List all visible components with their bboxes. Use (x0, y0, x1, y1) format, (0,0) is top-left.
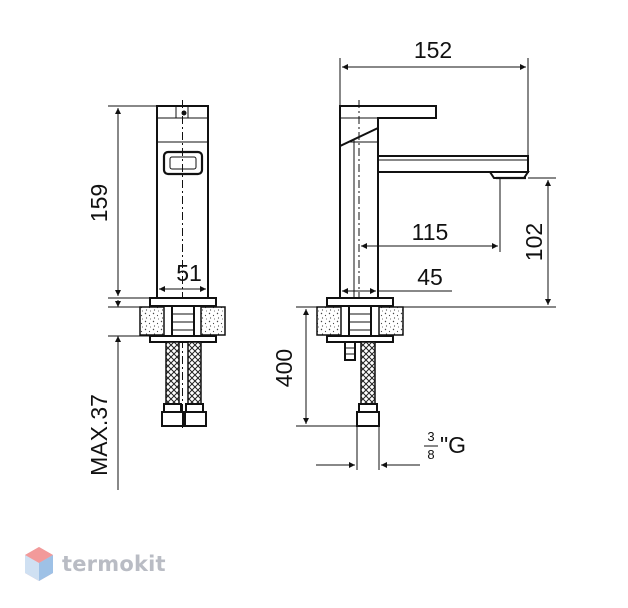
front-hose-nut-right (184, 411, 207, 427)
side-countertop-left (316, 306, 342, 336)
dim-label-400: 400 (271, 349, 297, 387)
side-hose-nut (356, 411, 380, 427)
brand-logo: termokit (24, 544, 166, 584)
side-spout (377, 155, 529, 173)
hexagon-logo-icon (25, 547, 53, 581)
front-hose-right (187, 341, 202, 407)
front-hose-left (165, 341, 180, 407)
side-hose (360, 341, 376, 407)
dim-label-152: 152 (414, 37, 452, 63)
front-countertop-left (139, 306, 165, 336)
dim-label-51: 51 (176, 260, 202, 286)
dim-label-thread-numerator: 3 (427, 429, 434, 444)
front-view: 159 51 MAX.37 (86, 100, 226, 490)
side-view: 152 115 102 45 400 3 8 "G (271, 37, 556, 470)
dim-label-159: 159 (86, 184, 112, 222)
dim-label-thread-denominator: 8 (427, 447, 434, 462)
dim-label-max37: MAX.37 (86, 394, 112, 476)
dim-label-45: 45 (417, 264, 443, 290)
dim-label-thread-suffix: "G (440, 432, 466, 458)
brand-name: termokit (62, 552, 166, 576)
side-countertop-right (378, 306, 404, 336)
front-hose-nut-left (161, 411, 184, 427)
front-countertop-right (200, 306, 226, 336)
side-lever-handle (339, 105, 437, 148)
dim-label-102: 102 (521, 223, 547, 261)
dim-label-115: 115 (412, 219, 449, 245)
